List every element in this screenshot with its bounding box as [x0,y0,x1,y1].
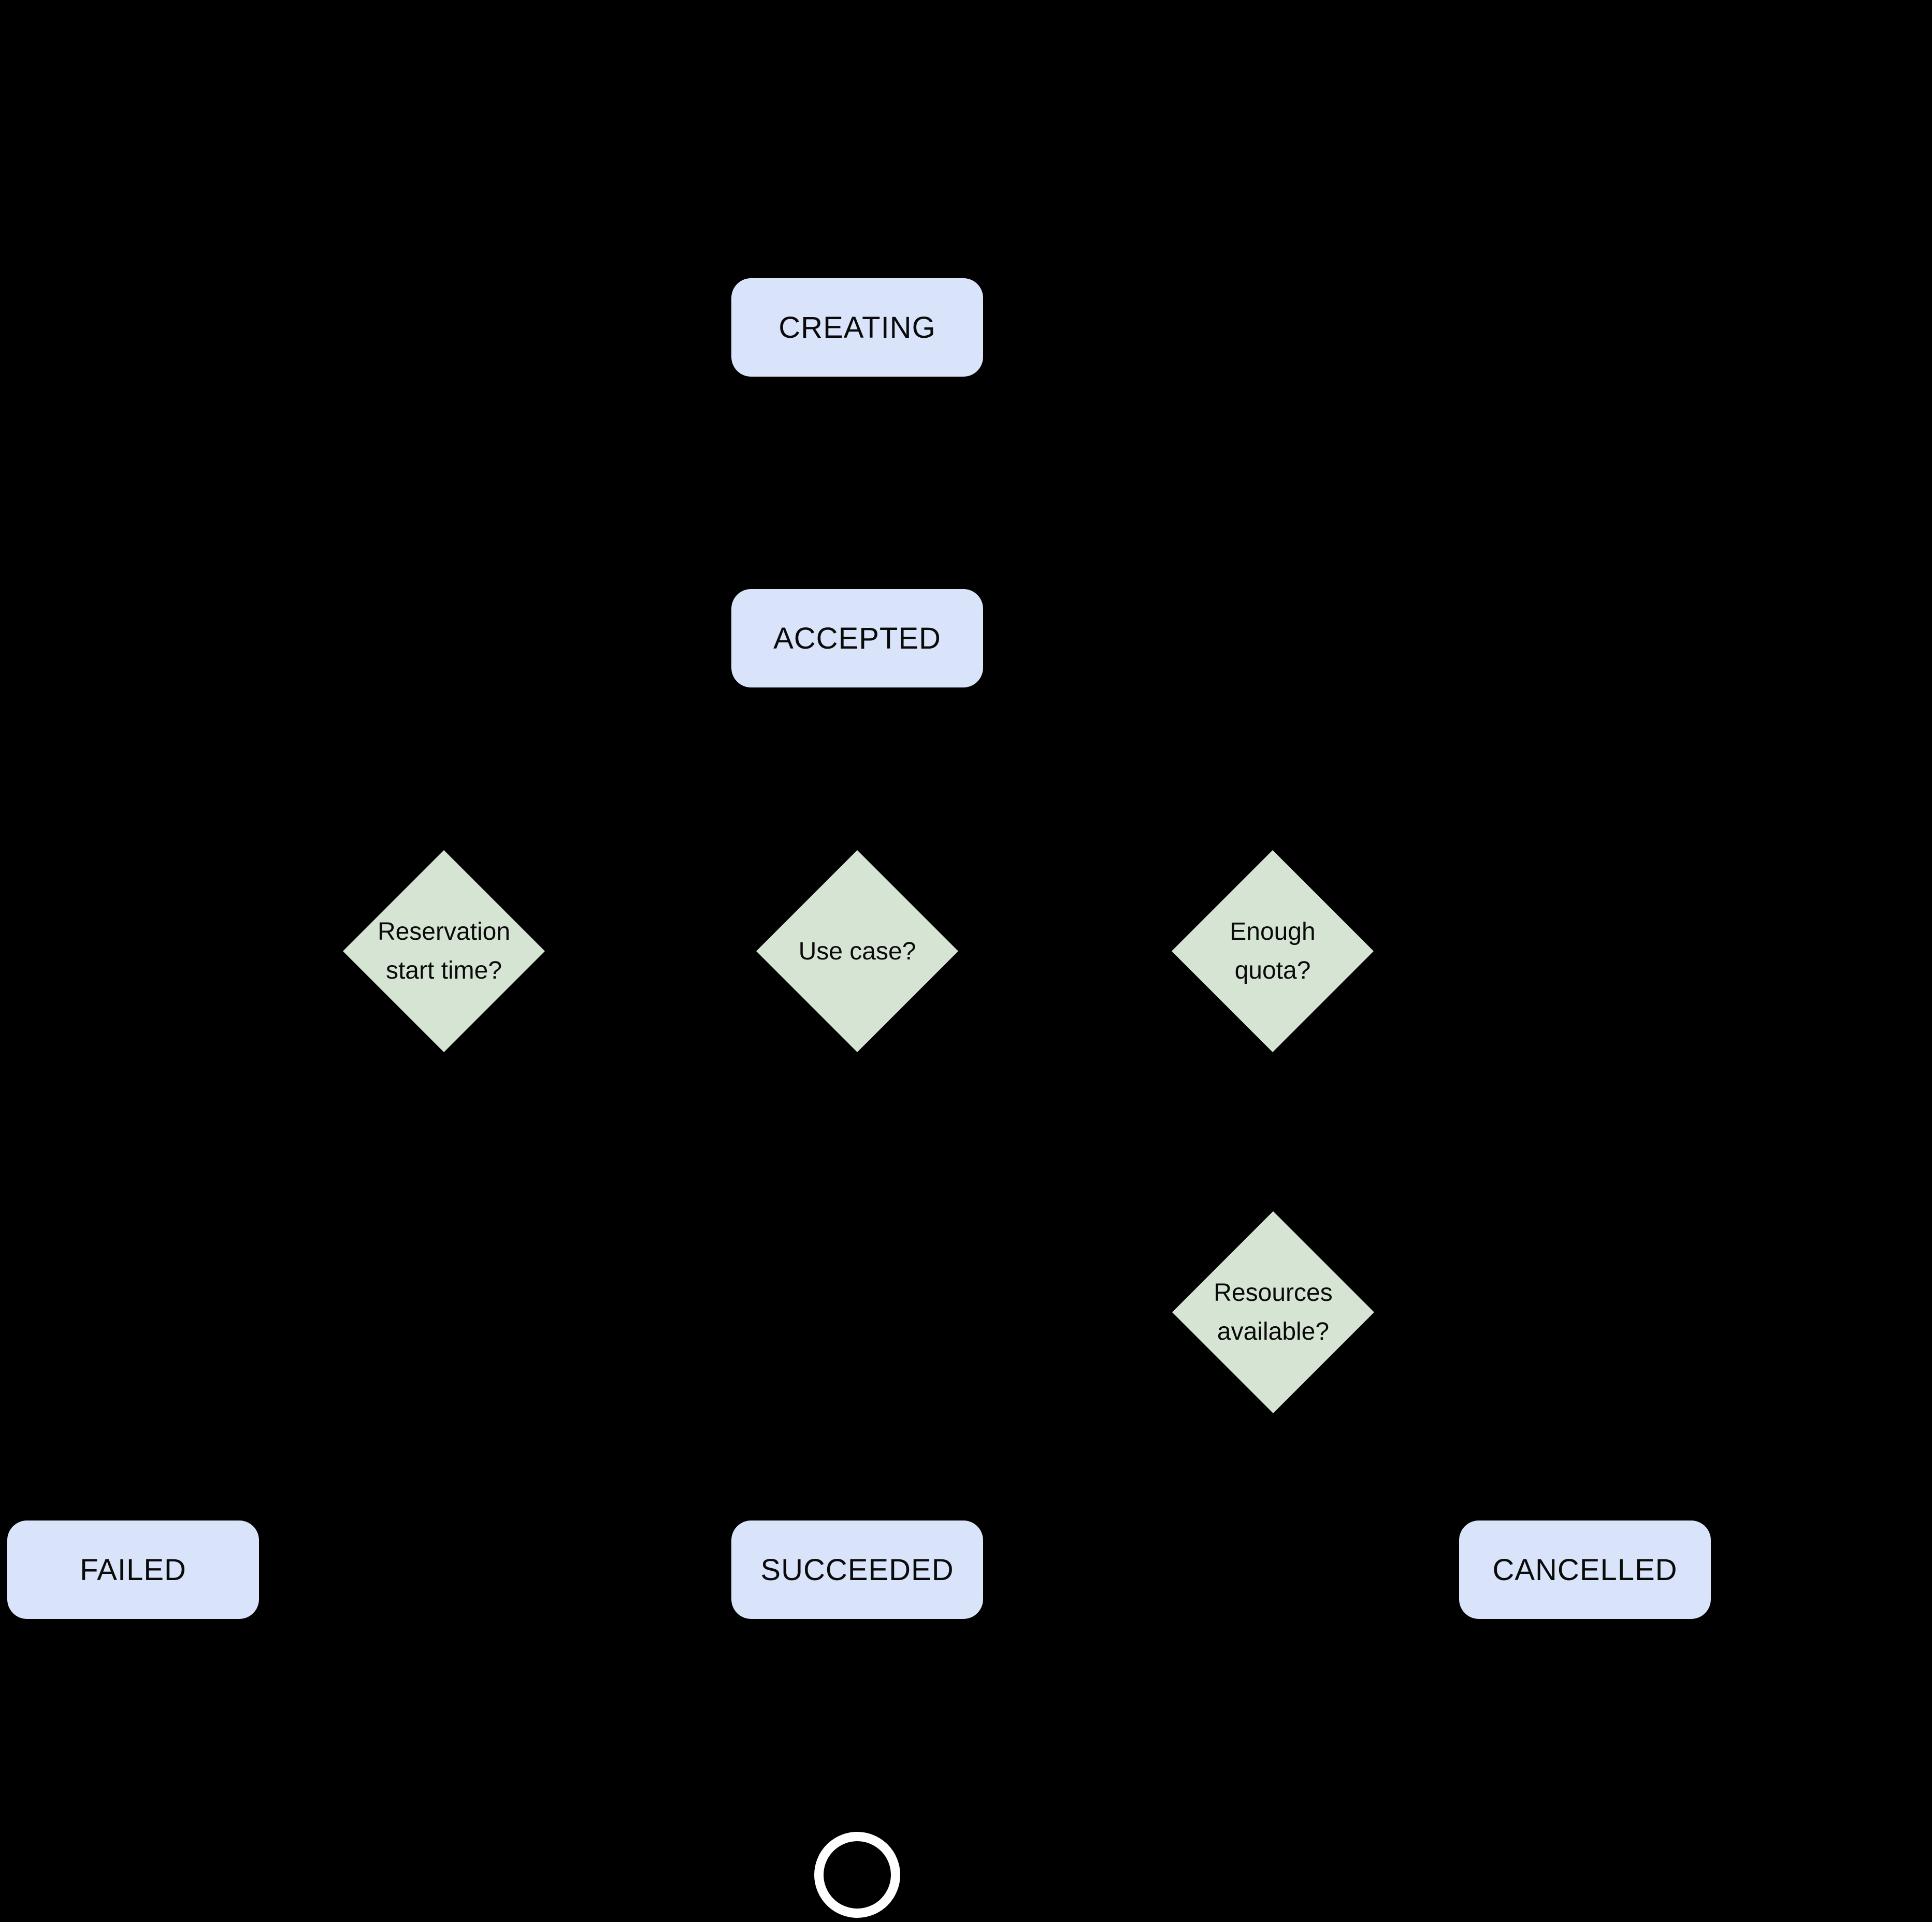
end-state-circle-icon [814,1832,900,1918]
decision-label-line: Resources [1214,1279,1333,1307]
decision-label-line: Enough [1230,918,1316,945]
decision-label-line: Reservation [377,918,511,945]
decision-diamond-enough-quota: Enough quota? [1172,850,1374,1052]
decision-diamond-use-case: Use case? [756,850,958,1052]
state-box-creating: CREATING [731,278,983,377]
decision-diamond-resources-available: Resources available? [1172,1211,1374,1413]
decision-diamond-reservation-start-time: Reservation start time? [343,850,545,1052]
state-box-succeeded: SUCCEEDED [731,1521,983,1619]
decision-label-line: quota? [1234,957,1311,984]
decision-label-line: available? [1217,1318,1330,1345]
decision-label-line: start time? [385,957,502,984]
state-box-failed: FAILED [7,1521,259,1619]
state-box-cancelled: CANCELLED [1459,1521,1711,1619]
state-box-accepted: ACCEPTED [731,589,983,687]
decision-label-line: Use case? [798,937,916,965]
